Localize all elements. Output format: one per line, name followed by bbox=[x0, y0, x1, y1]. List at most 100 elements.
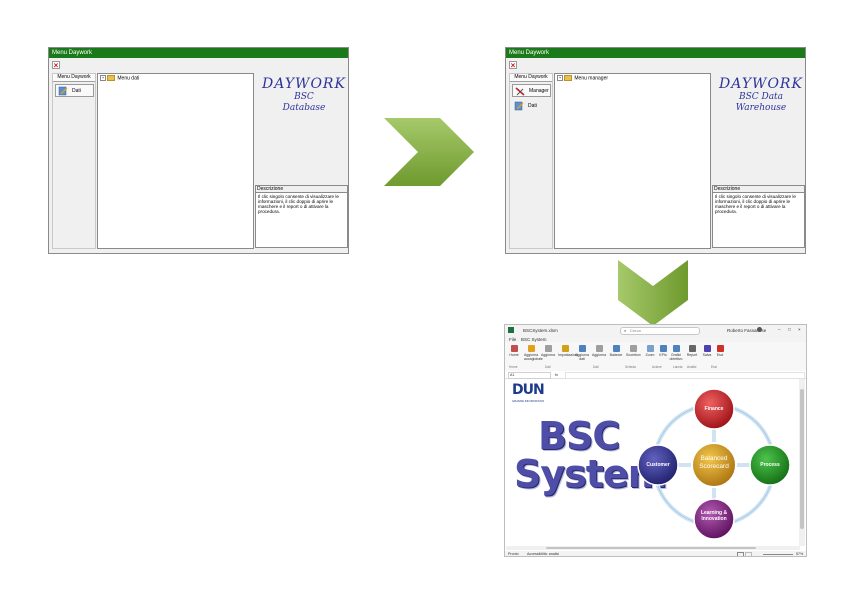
folder-icon bbox=[564, 75, 572, 81]
status-bar: Pronto Accessibilità: analisi 57% bbox=[505, 551, 806, 556]
arrow-right-icon bbox=[384, 118, 474, 186]
dun-logo: DUN bbox=[512, 382, 545, 398]
ribbon-btn-home[interactable]: Home bbox=[507, 345, 521, 357]
excel-filename: BSCSystem.xlsm bbox=[523, 328, 558, 333]
zoom-slider[interactable] bbox=[763, 554, 793, 555]
close-icon[interactable]: × bbox=[509, 61, 517, 70]
tree-node-label: Menu manager bbox=[574, 75, 609, 82]
brand-line-2: Database bbox=[282, 103, 326, 113]
node-process: Process bbox=[760, 462, 780, 468]
ribbon-btn-grafici[interactable]: Grafici obiettivo bbox=[669, 345, 683, 361]
node-customer: Customer bbox=[646, 462, 670, 468]
vertical-scrollbar[interactable] bbox=[799, 379, 805, 546]
minimize-icon[interactable]: – bbox=[778, 327, 781, 332]
navigation-pane: Menu Daywork Manager Dati bbox=[509, 73, 553, 249]
normal-view-icon[interactable] bbox=[737, 552, 744, 556]
nav-item-dati[interactable]: Dati bbox=[512, 100, 551, 113]
status-ready: Pronto bbox=[508, 552, 519, 556]
nav-item-dati[interactable]: Dati bbox=[55, 84, 94, 97]
menu-file[interactable]: File bbox=[509, 337, 517, 342]
tree-node-label: Menu dati bbox=[117, 75, 140, 82]
excel-titlebar: BSCSystem.xlsm ⌕ Cerca Roberto Fassanese… bbox=[505, 325, 806, 336]
ribbon-group-label: Lancia bbox=[673, 365, 683, 369]
ribbon-btn-aggiorna-2[interactable]: Aggiorna bbox=[592, 345, 606, 357]
avatar[interactable] bbox=[757, 327, 762, 332]
brand-block: DAYWORK BSC Data Warehouse bbox=[712, 76, 810, 114]
fx-icon: fx bbox=[555, 372, 559, 377]
search-placeholder: Cerca bbox=[630, 328, 641, 333]
description-header: Descrizione bbox=[256, 186, 347, 193]
description-text: Il clic singolo consente di visualizzare… bbox=[258, 194, 339, 214]
description-panel: Descrizione Il clic singolo consente di … bbox=[255, 185, 348, 248]
close-icon[interactable]: × bbox=[52, 61, 60, 70]
document-pencil-icon bbox=[58, 86, 68, 96]
ribbon-group-label: Azione bbox=[652, 365, 662, 369]
status-accessibility[interactable]: Accessibilità: analisi bbox=[527, 552, 559, 556]
nav-header: Menu Daywork bbox=[510, 74, 552, 82]
brand-title: DAYWORK bbox=[262, 76, 346, 92]
ribbon-group-label: Dati bbox=[545, 365, 551, 369]
ribbon-btn-aggiorna[interactable]: Aggiorna bbox=[541, 345, 555, 357]
folder-icon bbox=[107, 75, 115, 81]
nav-header: Menu Daywork bbox=[53, 74, 95, 82]
balanced-scorecard-diagram bbox=[637, 388, 791, 540]
document-pencil-icon bbox=[514, 101, 524, 111]
zoom-level: 57% bbox=[796, 552, 804, 556]
description-text: Il clic singolo consente di visualizzare… bbox=[715, 194, 796, 214]
window-title: Menu Daywork bbox=[49, 48, 348, 58]
nav-item-label: Manager bbox=[529, 88, 549, 94]
nav-item-label: Dati bbox=[72, 88, 81, 94]
ribbon-btn-esci[interactable]: Esci bbox=[713, 345, 727, 357]
ribbon-btn-aggiorna-auca[interactable]: Aggiorna aucaglobale bbox=[524, 345, 543, 361]
menu-tree: + Menu dati bbox=[97, 73, 254, 249]
manager-tools-icon bbox=[515, 87, 525, 96]
menu-daywork-window-dati: Menu Daywork × Menu Daywork Dati + Menu … bbox=[48, 47, 349, 254]
ribbon-btn-balance[interactable]: Balance bbox=[609, 345, 623, 357]
nav-item-manager[interactable]: Manager bbox=[512, 84, 551, 97]
ribbon-btn-impostazioni[interactable]: Impostazioni bbox=[558, 345, 578, 357]
name-box[interactable]: A1 bbox=[508, 372, 551, 379]
ribbon-group-label: Scheda bbox=[625, 365, 636, 369]
maximize-icon[interactable]: □ bbox=[788, 327, 791, 332]
ribbon-btn-report[interactable]: Report bbox=[685, 345, 699, 357]
ribbon-group-label: Analisi bbox=[687, 365, 697, 369]
tree-node-menu-dati[interactable]: + Menu dati bbox=[100, 75, 139, 82]
menu-tree: + Menu manager bbox=[554, 73, 711, 249]
search-box[interactable]: ⌕ Cerca bbox=[620, 327, 700, 335]
dun-logo-subtitle: GRANDE INFORMATION bbox=[512, 399, 545, 403]
brand-title: DAYWORK bbox=[719, 76, 803, 92]
arrow-down-icon bbox=[618, 260, 688, 326]
formula-input[interactable] bbox=[565, 372, 805, 379]
page-layout-icon[interactable] bbox=[745, 552, 752, 556]
window-title: Menu Daywork bbox=[506, 48, 805, 58]
brand-line-1: BSC Data bbox=[738, 92, 784, 102]
excel-window: BSCSystem.xlsm ⌕ Cerca Roberto Fassanese… bbox=[504, 324, 807, 557]
description-header: Descrizione bbox=[713, 186, 804, 193]
node-learning-innovation: Learning & Innovation bbox=[700, 510, 728, 522]
brand-line-1: BSC bbox=[294, 92, 314, 102]
nav-item-label: Dati bbox=[528, 103, 537, 109]
horizontal-scrollbar[interactable] bbox=[506, 546, 800, 550]
node-balanced-scorecard: Balanced Scorecard bbox=[699, 455, 729, 470]
ribbon: Home Aggiorna aucaglobale Aggiorna Impos… bbox=[505, 342, 806, 372]
ribbon-group-label: Dati bbox=[593, 365, 599, 369]
ribbon-btn-salva[interactable]: Salva bbox=[700, 345, 714, 357]
node-finance: Finance bbox=[704, 406, 724, 412]
expand-icon[interactable]: + bbox=[557, 75, 563, 81]
ribbon-btn-aggiorna-dati[interactable]: Aggiorna dati bbox=[575, 345, 589, 361]
ribbon-group-label: Home bbox=[509, 365, 518, 369]
ribbon-btn-kpis[interactable]: KPIs bbox=[656, 345, 670, 357]
ribbon-group-label: Esci bbox=[711, 365, 718, 369]
description-panel: Descrizione Il clic singolo consente di … bbox=[712, 185, 805, 248]
sheet-area[interactable]: DUN GRANDE INFORMATION BSC System Financ… bbox=[506, 379, 799, 546]
tree-node-menu-manager[interactable]: + Menu manager bbox=[557, 75, 608, 82]
ribbon-btn-zoom[interactable]: Zoom bbox=[643, 345, 657, 357]
menu-daywork-window-manager: Menu Daywork × Menu Daywork Manager Dati… bbox=[505, 47, 806, 254]
navigation-pane: Menu Daywork Dati bbox=[52, 73, 96, 249]
expand-icon[interactable]: + bbox=[100, 75, 106, 81]
bsc-title-line-1: BSC bbox=[538, 414, 620, 458]
ribbon-btn-scorebox[interactable]: Scorebox bbox=[626, 345, 641, 357]
close-icon[interactable]: × bbox=[798, 327, 801, 332]
user-name: Roberto Fassanese bbox=[727, 328, 767, 333]
brand-block: DAYWORK BSC Database bbox=[255, 76, 353, 114]
